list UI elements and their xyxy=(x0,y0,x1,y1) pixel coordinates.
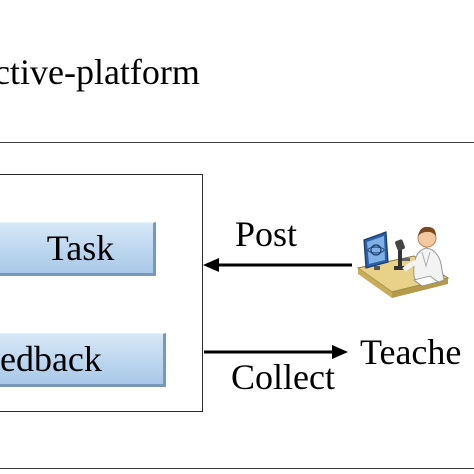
teacher-label: Teache xyxy=(360,332,462,372)
post-label: Post xyxy=(235,214,298,254)
collect-arrow xyxy=(204,345,348,359)
diagram-title: ctive-platform xyxy=(0,52,200,92)
bottom-divider xyxy=(0,468,474,469)
teacher-at-desk-icon xyxy=(356,226,450,298)
collect-label: Collect xyxy=(231,357,335,397)
feedback-node: eedback xyxy=(0,333,166,387)
feedback-label: eedback xyxy=(0,339,102,379)
top-divider xyxy=(0,142,474,143)
task-label: Task xyxy=(46,228,115,268)
post-arrow xyxy=(203,258,352,272)
task-node: Task xyxy=(0,222,156,276)
